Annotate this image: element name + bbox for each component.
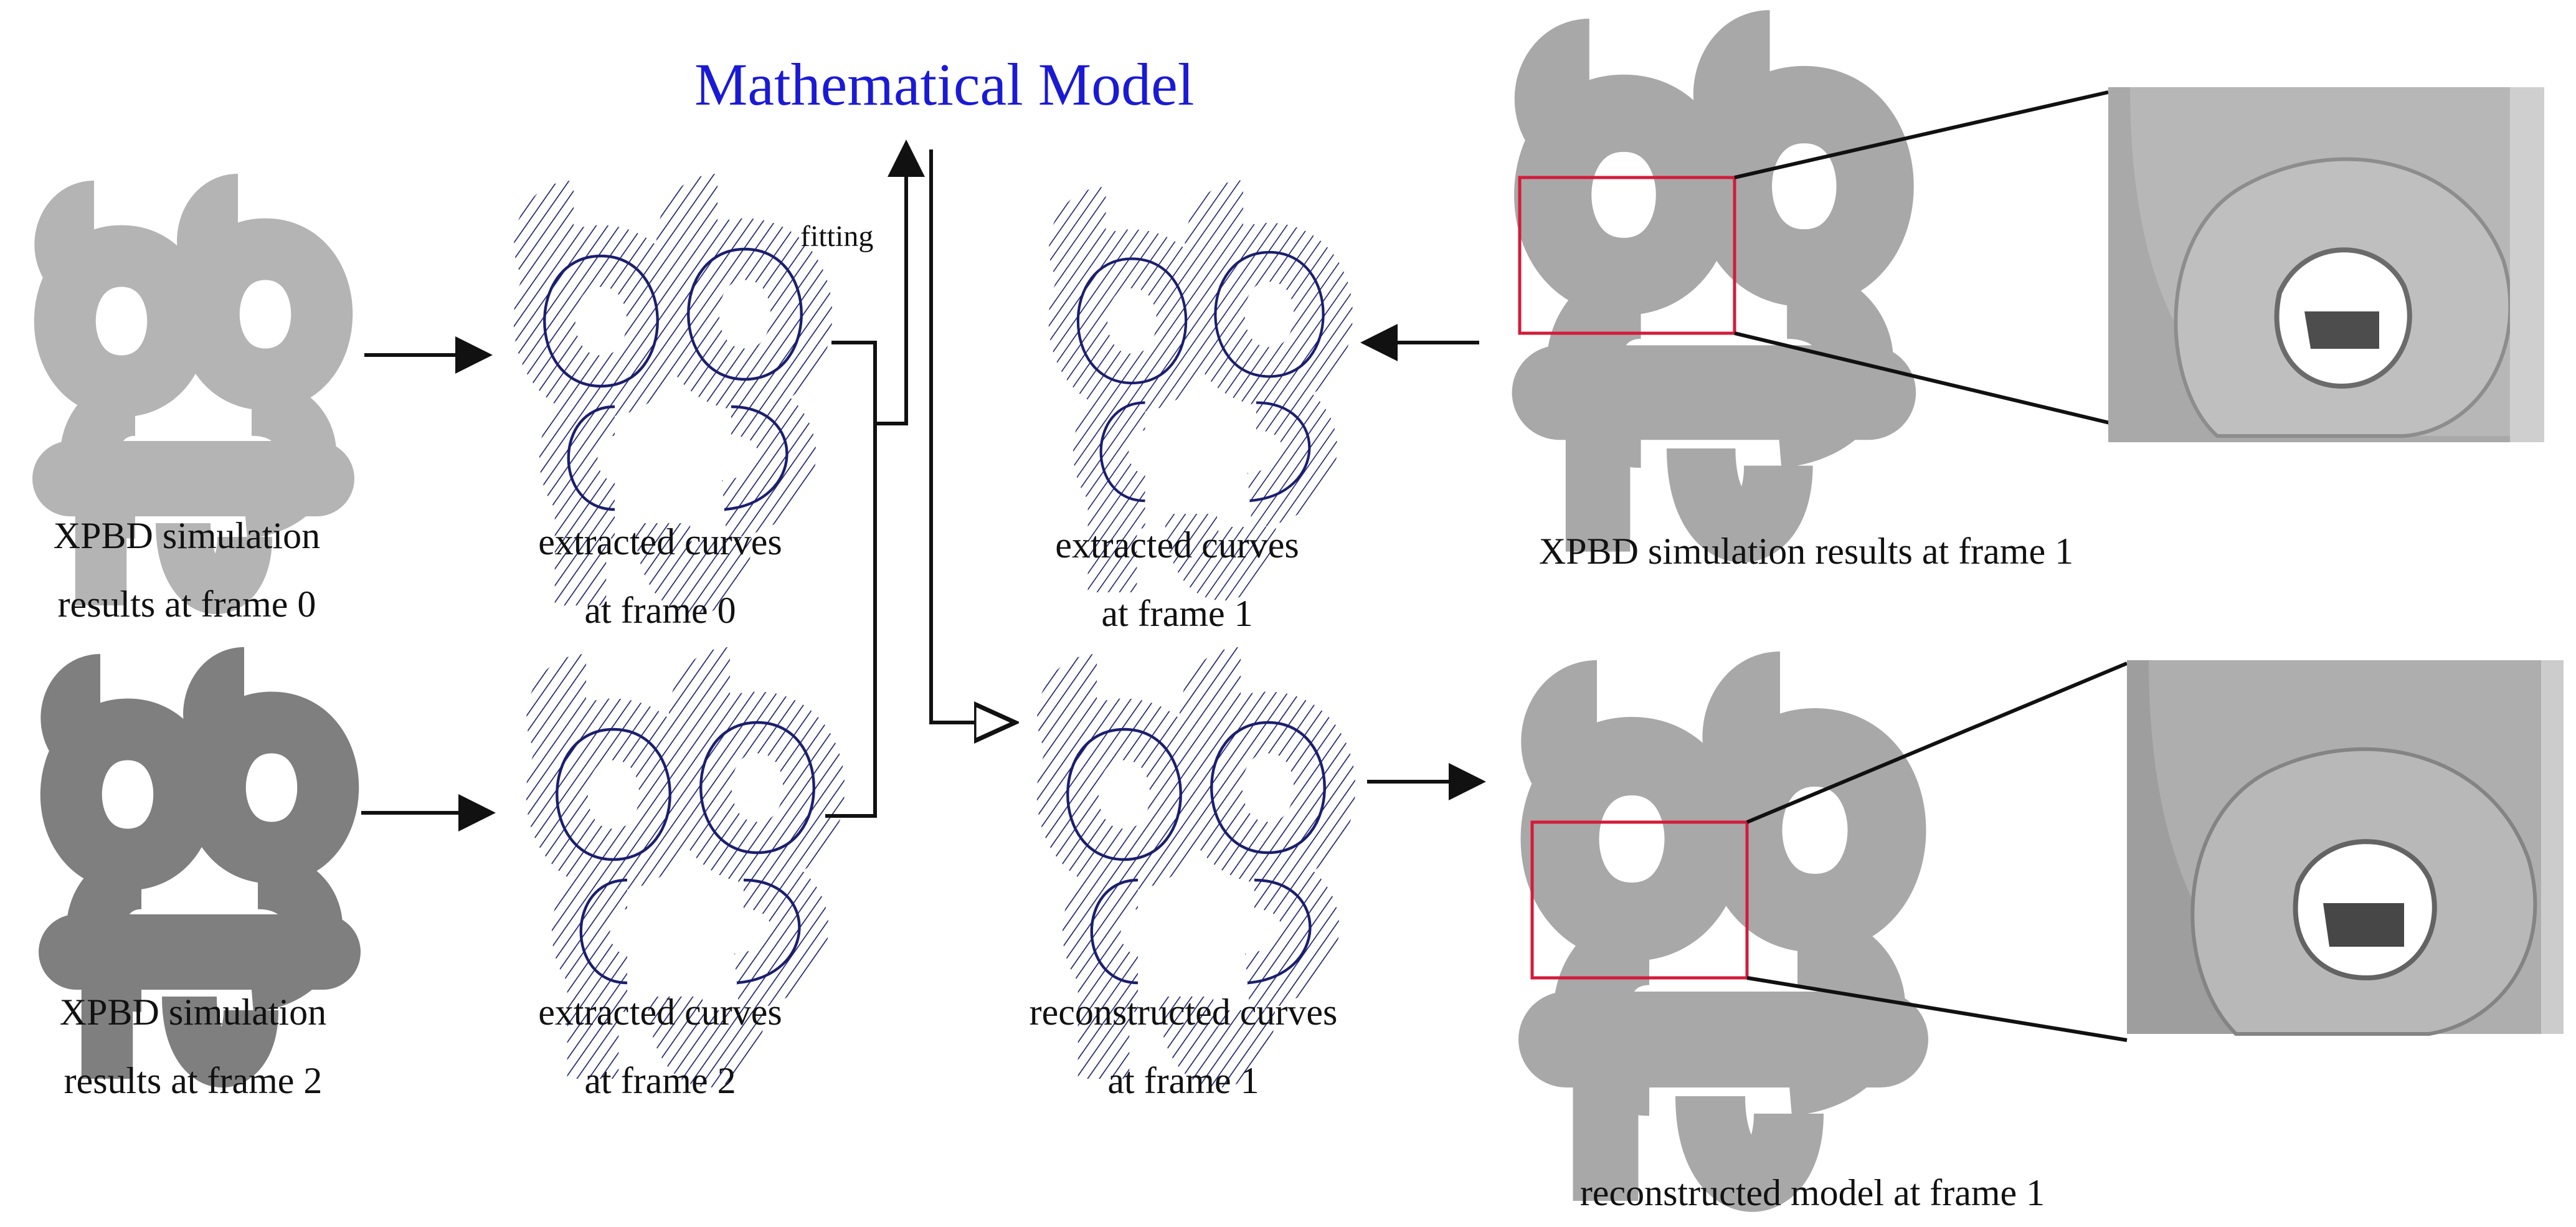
highlight-box-sim <box>1518 176 1736 335</box>
highlight-box-recon <box>1530 820 1749 980</box>
label-curves-frame1: extracted curves at frame 1 <box>1003 511 1352 648</box>
label-curves-frame1-line2: at frame 1 <box>1101 593 1253 634</box>
zoom-line <box>1734 90 2109 179</box>
recon-model-frame1-image <box>1518 686 1928 1201</box>
label-sim-frame1: XPBD simulation results at frame 1 <box>1470 517 2143 585</box>
label-curves-frame2: extracted curves at frame 2 <box>486 978 835 1115</box>
fitting-connector <box>825 341 877 818</box>
model-title: Mathematical Model <box>694 51 1195 118</box>
label-recon-curves-frame1-line2: at frame 1 <box>1107 1060 1259 1101</box>
zoom-line <box>1746 661 2128 824</box>
label-curves-frame0: extracted curves at frame 0 <box>486 508 835 645</box>
label-recon-model-frame1: reconstructed model at frame 1 <box>1476 1158 2149 1227</box>
label-recon-model-frame1-line1: reconstructed model at frame 1 <box>1579 1172 2045 1213</box>
label-sim-frame1-line1: XPBD simulation results at frame 1 <box>1538 531 2074 572</box>
fitting-label: fitting <box>800 220 874 253</box>
zoom-inset-recon <box>2127 660 2564 1036</box>
label-curves-frame0-line2: at frame 0 <box>584 590 736 631</box>
zoom-line <box>1746 976 2128 1042</box>
label-sim-frame2: XPBD simulation results at frame 2 <box>12 978 374 1115</box>
label-sim-frame0: XPBD simulation results at frame 0 <box>12 501 361 638</box>
label-curves-frame1-line1: extracted curves <box>1055 524 1299 566</box>
label-recon-curves-frame1: reconstructed curves at frame 1 <box>978 978 1389 1115</box>
model-output-arrow <box>929 149 1015 722</box>
label-sim-frame0-line2: results at frame 0 <box>57 584 316 625</box>
label-curves-frame2-line2: at frame 2 <box>584 1060 736 1101</box>
sim-frame1-image <box>1512 44 1916 551</box>
fitting-arrow <box>875 140 925 425</box>
zoom-line <box>1734 331 2118 427</box>
label-curves-frame0-line1: extracted curves <box>538 521 782 562</box>
zoom-inset-sim <box>2108 87 2544 442</box>
label-sim-frame2-line2: results at frame 2 <box>64 1060 323 1101</box>
label-recon-curves-frame1-line1: reconstructed curves <box>1029 992 1338 1033</box>
label-sim-frame2-line1: XPBD simulation <box>59 992 327 1033</box>
label-curves-frame2-line1: extracted curves <box>538 992 782 1033</box>
label-sim-frame0-line1: XPBD simulation <box>53 515 321 556</box>
